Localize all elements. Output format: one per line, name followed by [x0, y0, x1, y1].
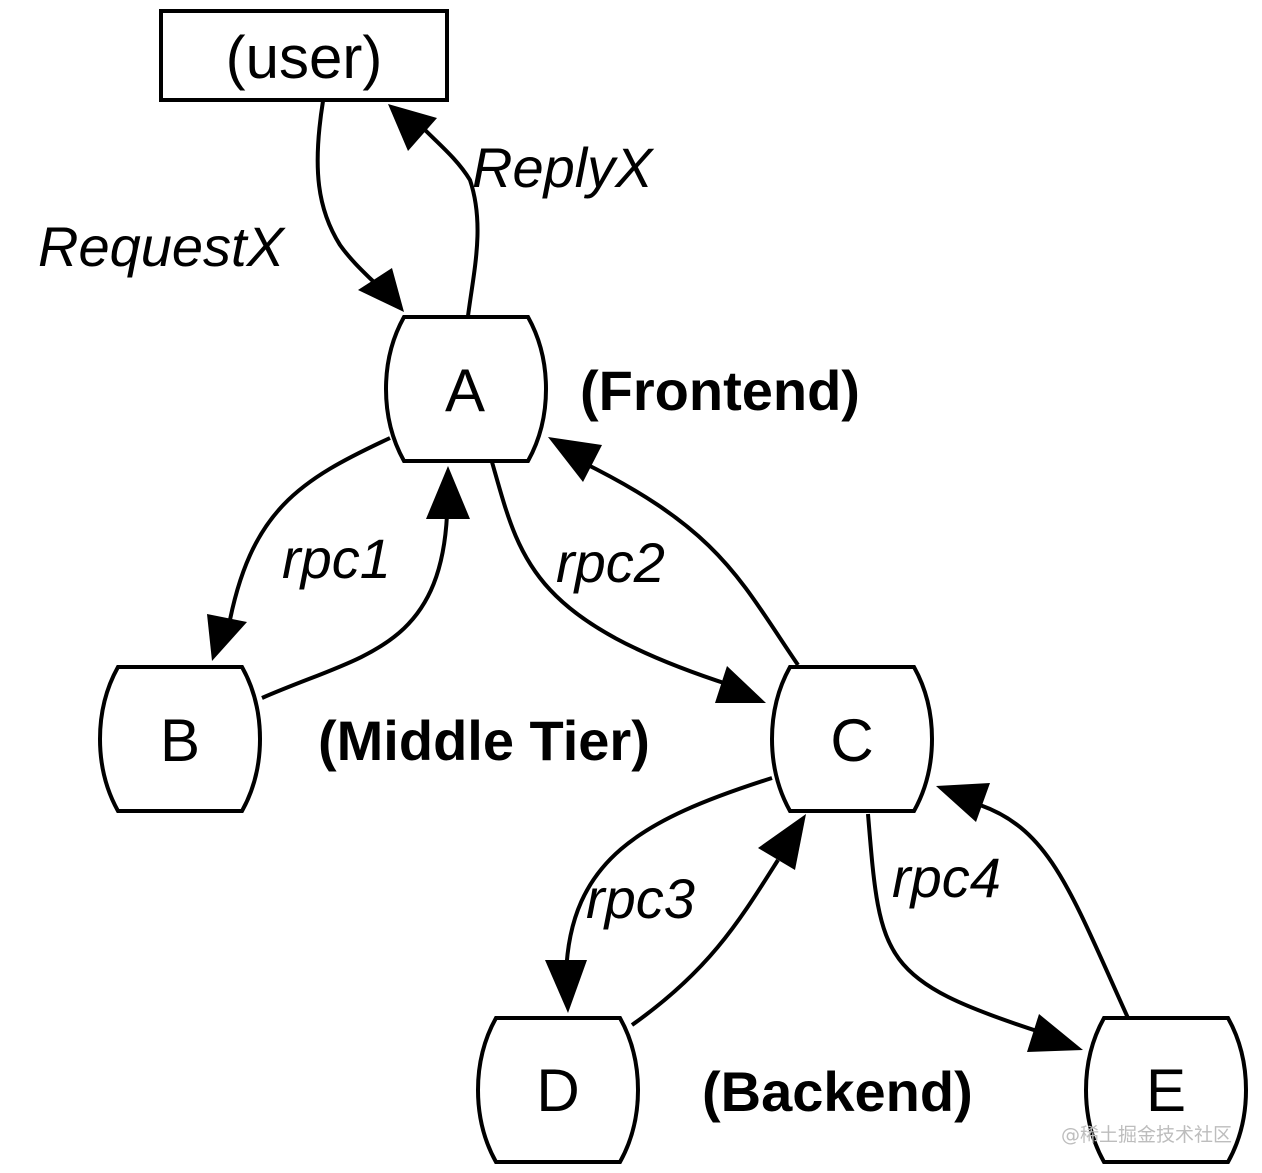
edge-rpc4-reply-arrowhead [936, 783, 990, 822]
tier-label-backend: (Backend) [702, 1060, 973, 1123]
node-e: E [1084, 1016, 1248, 1164]
edge-rpc2-reply-arrowhead [548, 437, 602, 482]
edge-rpc1-request [207, 436, 391, 661]
edge-reply-arrowhead [388, 104, 437, 151]
node-c-label: C [830, 707, 873, 774]
node-a: A [384, 315, 548, 463]
edge-label-rpc2: rpc2 [556, 531, 665, 594]
edge-label-rpc1: rpc1 [282, 527, 391, 590]
edge-rpc2-reply [548, 437, 800, 667]
edge-rpc4-request [866, 813, 1083, 1052]
edge-reply [388, 104, 480, 317]
node-user: (user) [159, 9, 449, 102]
edge-rpc1-reply-arrowhead [426, 466, 470, 519]
edge-rpc3-reply-arrowhead [758, 814, 806, 870]
edge-label-request: RequestX [38, 215, 287, 278]
edge-rpc2-request [490, 461, 766, 703]
tier-label-middle: (Middle Tier) [318, 709, 650, 772]
edge-rpc3-request-arrowhead [545, 960, 587, 1013]
edge-label-reply: ReplyX [472, 136, 655, 199]
tier-label-frontend: (Frontend) [580, 359, 860, 422]
node-d-label: D [536, 1057, 579, 1124]
node-a-label: A [445, 357, 485, 424]
edge-rpc3-reply [630, 814, 806, 1027]
node-b: B [98, 665, 262, 813]
node-user-label: (user) [226, 24, 383, 91]
edge-rpc1-reply [261, 466, 470, 700]
edge-rpc2-request-arrowhead [715, 666, 766, 703]
edge-label-rpc4: rpc4 [892, 846, 1001, 909]
edge-rpc1-request-arrowhead [207, 614, 247, 661]
watermark: @稀土掘金技术社区 [1060, 1124, 1232, 1146]
edge-request-arrowhead [358, 268, 404, 312]
node-b-label: B [160, 707, 200, 774]
node-d: D [476, 1016, 640, 1164]
node-c: C [770, 665, 934, 813]
node-e-label: E [1146, 1057, 1186, 1124]
edge-rpc3-request [545, 776, 773, 1013]
edge-request [315, 100, 404, 312]
edge-rpc4-request-arrowhead [1027, 1014, 1083, 1052]
edge-rpc4-reply [936, 783, 1130, 1019]
edge-label-rpc3: rpc3 [586, 867, 695, 930]
